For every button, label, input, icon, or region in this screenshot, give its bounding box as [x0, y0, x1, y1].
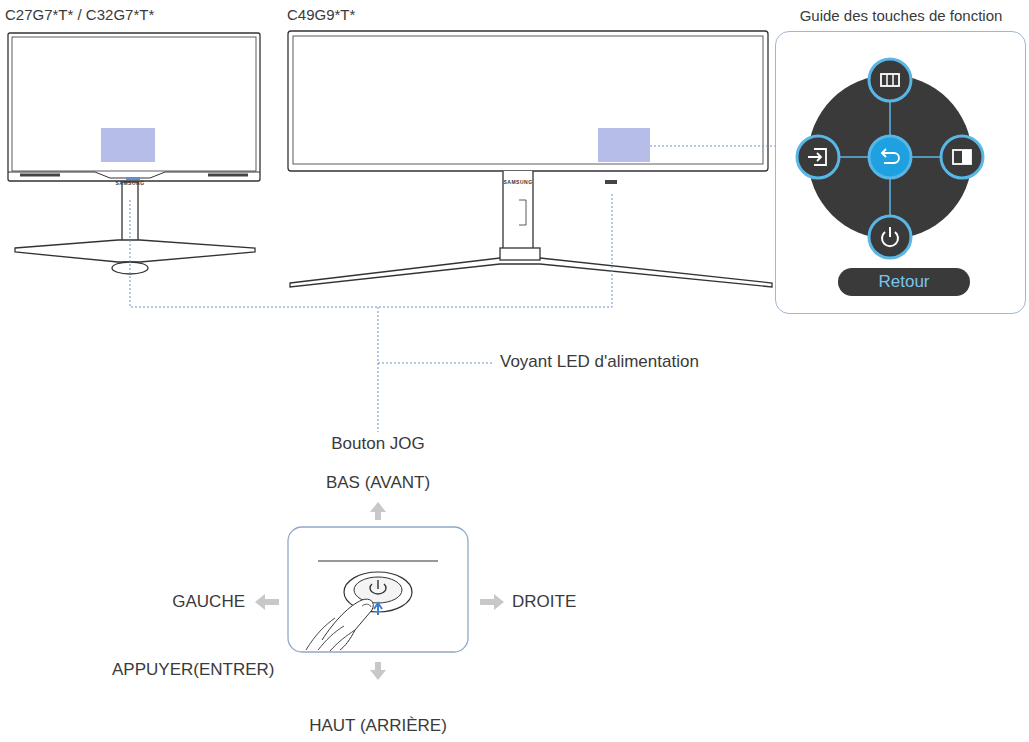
monitor-left [8, 33, 260, 274]
jog-inset [288, 527, 468, 652]
direction-label: DROITE [512, 592, 576, 612]
monitor-right [288, 31, 772, 287]
part-label: Bouton JOG [331, 434, 425, 454]
brand-logo: SAMSUNG [503, 180, 532, 186]
model-label: C49G9*T* [287, 6, 355, 23]
return-button: Retour [838, 268, 970, 296]
part-label: Voyant LED d'alimentation [500, 352, 699, 372]
direction-arrows [255, 502, 504, 680]
button-label: Retour [878, 272, 929, 292]
panel-title: Guide des touches de fonction [775, 7, 1027, 24]
direction-label: HAUT (ARRIÈRE) [309, 716, 447, 736]
function-key-guide: Guide des touches de fonctionRetour [775, 2, 1027, 314]
model-label: C27G7*T* / C32G7*T* [5, 6, 154, 23]
jog-area-marker [101, 128, 155, 162]
direction-label: APPUYER(ENTRER) [112, 660, 274, 680]
jog-area-marker [598, 128, 650, 162]
brand-logo: SAMSUNG [115, 181, 144, 187]
leader-lines [130, 146, 775, 432]
direction-label: GAUCHE [172, 592, 245, 612]
direction-label: BAS (AVANT) [326, 473, 430, 493]
led-marker [605, 180, 617, 184]
led-marker [126, 177, 140, 180]
